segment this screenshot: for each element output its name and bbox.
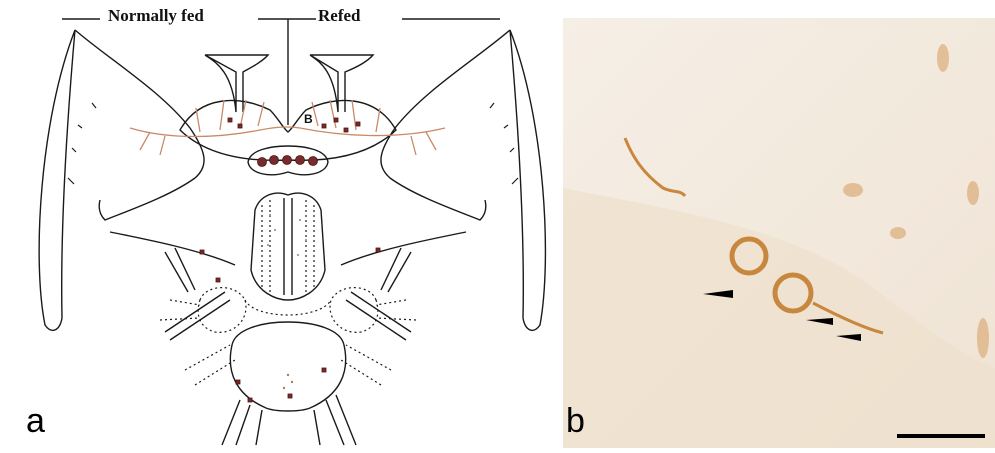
stipple — [305, 239, 307, 241]
cell — [228, 118, 232, 122]
cell — [334, 118, 338, 122]
panel-label-a: a — [26, 404, 45, 438]
cell — [236, 380, 240, 384]
right-wing-body — [381, 30, 510, 220]
cell — [309, 157, 318, 166]
cell — [322, 124, 326, 128]
stipple — [291, 381, 293, 383]
cell — [200, 250, 204, 254]
brain-schematic — [0, 0, 560, 448]
header-refed: Refed — [318, 6, 360, 26]
header-normally-fed: Normally fed — [108, 6, 204, 26]
cell — [283, 156, 292, 165]
cell — [376, 248, 380, 252]
dotted-sub-fibers — [262, 200, 314, 292]
cell — [238, 124, 242, 128]
wing-marks-left — [68, 103, 96, 184]
stain-spot — [977, 318, 989, 358]
right-arm — [341, 232, 466, 292]
cell — [288, 394, 292, 398]
stain-spot — [967, 181, 979, 205]
scale-bar — [897, 434, 985, 438]
micrograph — [563, 18, 995, 448]
left-arm — [110, 232, 235, 292]
left-wing-body — [75, 30, 204, 220]
cell — [296, 156, 305, 165]
stipple — [269, 214, 271, 216]
panel-label-b: b — [566, 404, 585, 438]
stipple — [283, 387, 285, 389]
cell — [248, 398, 252, 402]
wing-marks-right — [490, 103, 518, 184]
lower-legs — [222, 395, 356, 445]
cell — [322, 368, 326, 372]
left-stalk — [205, 55, 268, 112]
stain-spot — [937, 44, 949, 72]
stain-spot — [843, 183, 863, 197]
panel-a-schematic: Normally fed Refed B — [0, 0, 560, 448]
dotted-right-branches — [341, 300, 416, 385]
panel-b-micrograph — [563, 18, 995, 448]
stipple — [299, 219, 301, 221]
dotted-left-branches — [160, 300, 235, 385]
cell — [270, 156, 279, 165]
stipple — [267, 244, 269, 246]
cell — [344, 128, 348, 132]
stipple — [287, 374, 289, 376]
cell — [216, 278, 220, 282]
cell — [258, 158, 267, 167]
marker-b: B — [304, 112, 313, 126]
stain-spot — [890, 227, 906, 239]
cell — [356, 122, 360, 126]
stipple — [274, 229, 276, 231]
dotted-center-ring — [245, 300, 331, 315]
stipple — [297, 254, 299, 256]
